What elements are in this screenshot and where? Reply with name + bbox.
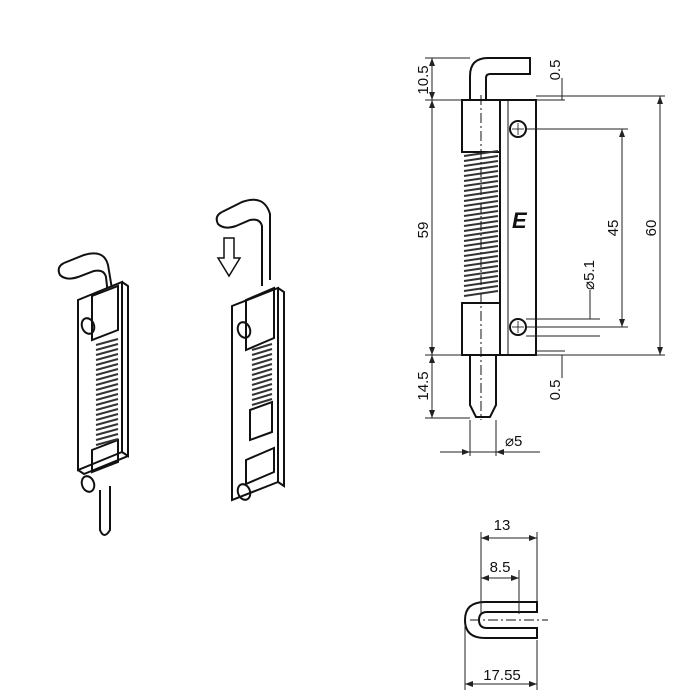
dim-pin-offset-bottom: 0.5 xyxy=(547,380,564,401)
spring-coil xyxy=(251,383,273,391)
spring-coil xyxy=(251,388,273,396)
hole-crosshairs xyxy=(512,123,524,333)
spring-coil xyxy=(95,363,119,371)
spring-coil xyxy=(251,343,273,351)
spring-coils-view2 xyxy=(251,343,273,406)
spring-coil xyxy=(95,398,119,406)
spring-coil xyxy=(95,373,119,381)
spring-coil xyxy=(95,413,119,421)
brand-mark: E xyxy=(512,208,528,233)
spring-coil xyxy=(95,348,119,356)
spring-coil xyxy=(95,418,119,426)
spring-coil xyxy=(95,433,119,441)
spring-coil xyxy=(463,230,499,237)
dim-hole-spacing: 45 xyxy=(605,220,622,237)
spring-coil xyxy=(95,438,119,446)
dim-hook-width: 13 xyxy=(494,517,511,534)
spring-coil xyxy=(463,215,499,222)
spring-coil xyxy=(95,378,119,386)
spring-coil xyxy=(463,175,499,182)
spring-coil xyxy=(463,235,499,242)
spring-coil xyxy=(251,393,273,401)
spring-coil xyxy=(251,368,273,376)
spring-coil xyxy=(463,210,499,217)
spring-coil xyxy=(251,358,273,366)
hook-dimension-arrows xyxy=(465,535,537,687)
spring-coil xyxy=(95,343,119,351)
spring-coil xyxy=(251,373,273,381)
spring-coil xyxy=(251,398,273,406)
spring-coils-view1 xyxy=(95,338,119,446)
spring-coil xyxy=(251,378,273,386)
spring-coil xyxy=(463,180,499,187)
dim-pin-extension: 14.5 xyxy=(415,371,432,400)
dim-hook-overall: 17.55 xyxy=(483,667,521,684)
spring-coil xyxy=(251,363,273,371)
spring-coil xyxy=(95,388,119,396)
dim-hook-inner: 8.5 xyxy=(490,559,511,576)
spring-coil xyxy=(95,423,119,431)
spring-coil xyxy=(95,408,119,416)
dim-pin-diameter: ⌀5 xyxy=(505,433,522,450)
dimension-arrows xyxy=(429,58,663,455)
spring-coil xyxy=(95,383,119,391)
spring-coil xyxy=(251,348,273,356)
dim-hook-offset-top: 0.5 xyxy=(547,60,564,81)
dim-hole-diameter: ⌀5.1 xyxy=(581,260,598,290)
spring-coil xyxy=(251,353,273,361)
hook-dimension-lines xyxy=(464,532,538,690)
iso-view-extended xyxy=(57,252,129,536)
spring-coil xyxy=(95,393,119,401)
dimension-lines xyxy=(425,57,665,456)
dim-body-length: 59 xyxy=(415,222,432,239)
dim-overall-length: 60 xyxy=(643,220,660,237)
spring-coil xyxy=(463,270,499,277)
spring-coil xyxy=(463,265,499,272)
retract-arrow-icon xyxy=(216,237,242,278)
front-view xyxy=(461,57,537,418)
spring-coil xyxy=(95,428,119,436)
spring-coil xyxy=(95,338,119,346)
dim-pin-hook-height: 10.5 xyxy=(415,65,432,94)
spring-coil xyxy=(95,353,119,361)
spring-coil xyxy=(95,358,119,366)
spring-coil xyxy=(95,403,119,411)
spring-coil xyxy=(95,368,119,376)
